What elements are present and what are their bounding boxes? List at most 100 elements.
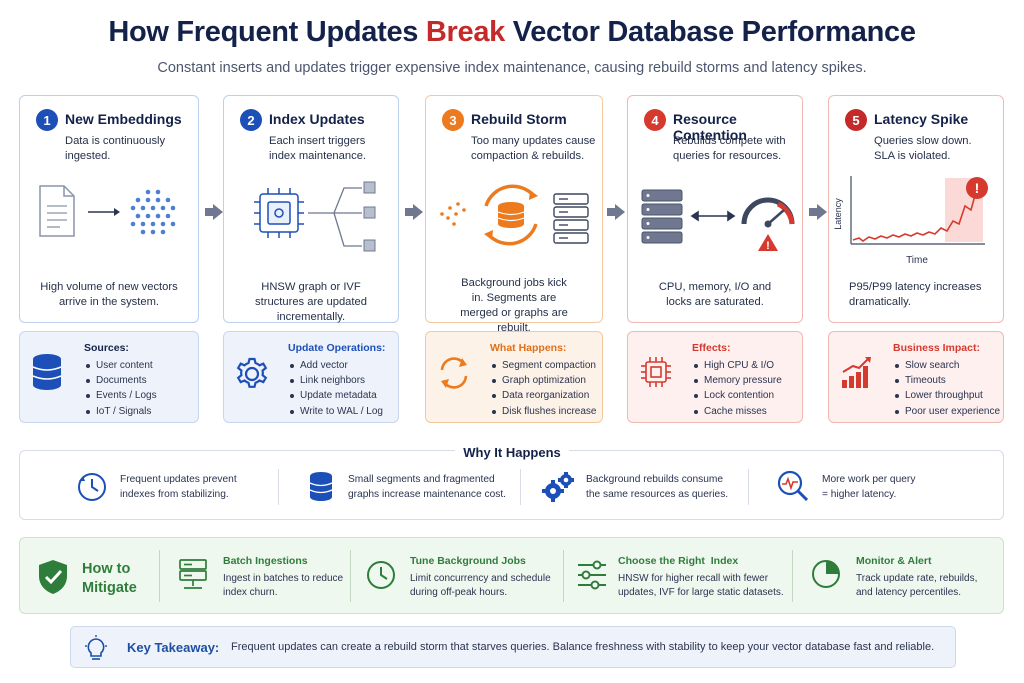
info-heading: Effects: — [692, 342, 731, 354]
scatter-particles-icon — [440, 202, 466, 226]
info-box-business-impact: Business Impact: Slow search Timeouts Lo… — [828, 331, 1004, 423]
step-card-latency-spike: 5 Latency Spike Queries slow down. SLA i… — [828, 95, 1004, 323]
list-item: Link neighbors — [290, 373, 383, 388]
list-item: Write to WAL / Log — [290, 404, 383, 419]
sliders-icon — [578, 560, 606, 590]
divider — [563, 550, 564, 602]
step-number: 5 — [845, 109, 867, 131]
step-detail: P95/P99 latency increases dramatically. — [849, 281, 982, 308]
list-item: High CPU & I/O — [694, 358, 782, 373]
mitigation-line: index churn. — [223, 587, 278, 598]
step-number: 2 — [240, 109, 262, 131]
divider — [792, 550, 793, 602]
lightbulb-icon — [85, 635, 107, 660]
gear-icon — [236, 357, 268, 388]
list-item: Lower throughput — [895, 388, 1000, 403]
page-subtitle: Constant inserts and updates trigger exp… — [157, 60, 867, 76]
vector-dots-icon — [130, 189, 176, 235]
info-heading: Business Impact: — [893, 342, 980, 354]
why-item-line: = higher latency. — [822, 488, 897, 500]
list-item: Add vector — [290, 358, 383, 373]
info-list: Add vector Link neighbors Update metadat… — [290, 358, 383, 419]
server-icon — [641, 189, 683, 244]
shield-check-icon — [39, 560, 67, 594]
why-item-line: graphs increase maintenance cost. — [348, 488, 506, 500]
info-heading: What Happens: — [490, 342, 567, 354]
list-item: Slow search — [895, 358, 1000, 373]
gauge-icon — [741, 197, 795, 228]
mitigation-heading: Batch Ingestions — [223, 555, 308, 567]
mitigation-description: Ingest in batches to reduce index churn. — [223, 572, 413, 600]
info-heading: Update Operations: — [288, 342, 386, 354]
step-detail: CPU, memory, I/O and locks are saturated… — [658, 281, 772, 308]
why-it-happens-title: Why It Happens — [0, 445, 1024, 460]
step-title: Resource Contention — [673, 111, 747, 143]
list-item: Data reorganization — [492, 388, 596, 403]
pie-chart-icon — [812, 560, 840, 588]
step-detail: Background jobs kick in. Segments are me… — [460, 277, 568, 334]
why-title-text: Why It Happens — [455, 445, 569, 460]
gears-icon — [542, 472, 574, 502]
list-item: Lock contention — [694, 388, 782, 403]
why-item: Small segments and fragmented graphs inc… — [348, 473, 506, 502]
server-icon — [179, 559, 207, 589]
why-item-line: Small segments and fragmented — [348, 474, 495, 485]
step-card-resource-contention: 4 Resource Contention Rebuilds compete w… — [627, 95, 803, 323]
info-box-sources: Sources: User content Documents Events /… — [19, 331, 199, 423]
server-stack-icon — [553, 193, 589, 244]
flow-arrow-icon — [809, 204, 827, 220]
divider — [748, 469, 749, 505]
step-description: Rebuilds compete with queries for resour… — [673, 135, 786, 162]
branch-lines-icon — [308, 187, 362, 247]
alert-icon: ! — [966, 177, 988, 199]
step-title: Latency Spike — [874, 111, 969, 127]
step-description: Data is continuously ingested. — [65, 135, 166, 162]
node-squares-icon — [363, 181, 376, 252]
step-title: New Embeddings — [65, 111, 182, 127]
key-takeaway-banner: Key Takeaway: Frequent updates can creat… — [70, 626, 956, 668]
index-chip-illustration — [254, 181, 376, 252]
database-icon — [32, 354, 62, 390]
arrow-right-icon — [88, 208, 120, 216]
mitigation-heading: Choose the Right Index — [618, 555, 739, 567]
list-item: Documents — [86, 373, 157, 388]
mitigation-description: HNSW for higher recall with fewer update… — [618, 572, 818, 600]
mitigation-line: Ingest in batches to reduce — [223, 573, 344, 584]
document-icon — [39, 185, 75, 237]
clock-icon — [367, 561, 395, 589]
mitigation-line: Track update rate, rebuilds, — [856, 573, 978, 584]
refresh-icon — [440, 357, 468, 389]
cpu-icon — [641, 357, 671, 387]
step-title: Index Updates — [269, 111, 365, 127]
why-item: More work per query = higher latency. — [822, 473, 915, 502]
search-pulse-icon — [777, 470, 809, 502]
mitigation-line: during off-peak hours. — [410, 587, 508, 598]
list-item: IoT / Signals — [86, 404, 157, 419]
step-detail: High volume of new vectors arrive in the… — [40, 281, 178, 308]
mitigation-line: and latency percentiles. — [856, 587, 962, 598]
divider — [278, 469, 279, 505]
x-axis-label: Time — [906, 255, 928, 266]
step-number: 1 — [36, 109, 58, 131]
rebuild-storm-illustration — [440, 184, 589, 246]
info-box-update-operations: Update Operations: Add vector Link neigh… — [223, 331, 399, 423]
divider — [350, 550, 351, 602]
double-arrow-icon — [690, 210, 736, 222]
mitigation-heading: Tune Background Jobs — [410, 555, 526, 567]
mitigation-panel: How to Mitigate Batch Ingestions Ingest … — [19, 537, 1004, 614]
mitigation-title: How to Mitigate — [82, 561, 137, 596]
info-box-effects: Effects: High CPU & I/O Memory pressure … — [627, 331, 803, 423]
list-item: Timeouts — [895, 373, 1000, 388]
mitigation-description: Track update rate, rebuilds, and latency… — [856, 572, 996, 600]
why-item-line: More work per query — [822, 474, 916, 485]
list-item: Events / Logs — [86, 388, 157, 403]
list-item: User content — [86, 358, 157, 373]
database-icon — [309, 472, 333, 501]
document-to-vectors-illustration — [39, 185, 176, 237]
mitigation-heading: Monitor & Alert — [856, 555, 932, 567]
title-part1: How Frequent Updates — [108, 16, 426, 48]
step-title: Rebuild Storm — [471, 111, 567, 127]
why-item-line: indexes from stabilizing. — [120, 488, 229, 500]
why-item-line: Frequent updates prevent — [120, 474, 237, 485]
flow-arrow-icon — [405, 204, 423, 220]
